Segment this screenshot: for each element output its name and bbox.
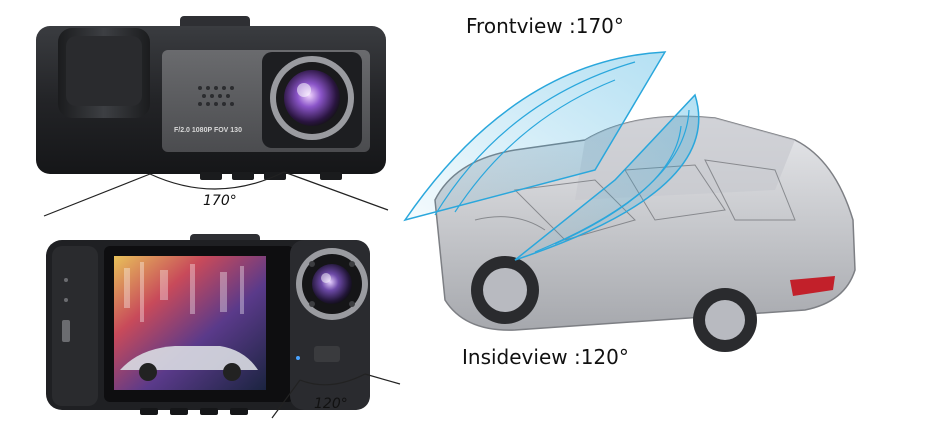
car-illustration [403, 51, 856, 352]
rear-camera-illustration [46, 234, 401, 419]
rear-camera-button [314, 346, 340, 362]
inside-angle-label: 120° [314, 396, 348, 412]
inner-lens [312, 264, 352, 304]
camera-spec-text: F/2.0 1080P FOV 130 [174, 127, 242, 134]
front-lens [284, 70, 340, 126]
front-fov-cone [403, 51, 667, 222]
front-angle-label: 170° [203, 193, 237, 209]
fov-arc [149, 171, 285, 190]
front-camera-illustration: F/2.0 1080P FOV 130 [36, 16, 389, 217]
fov-line-left [43, 173, 151, 217]
fov-line-right [283, 171, 389, 211]
frontview-label: Frontview :170° [466, 14, 624, 38]
insideview-label: Insideview :120° [462, 345, 629, 369]
inside-fov-cone [514, 93, 700, 261]
speaker-grill [198, 86, 234, 106]
